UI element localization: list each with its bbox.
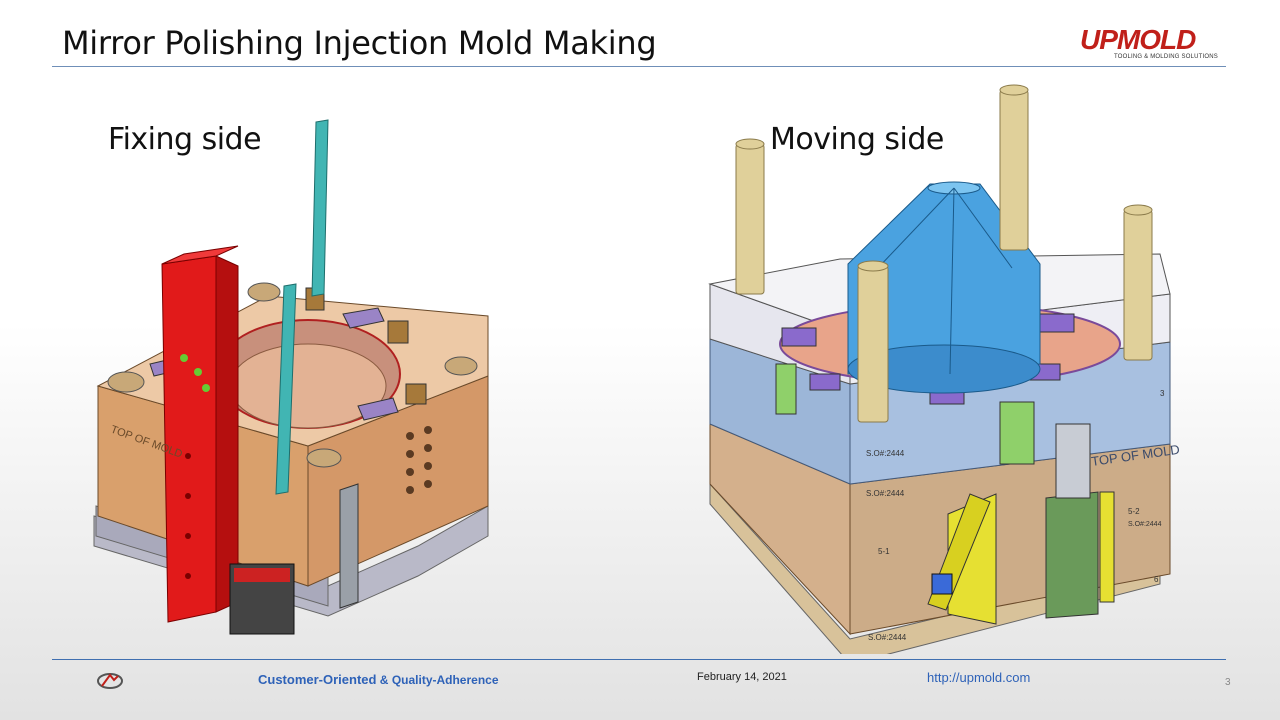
plate-label-5-1: 5-1 — [878, 547, 890, 556]
fixing-side-mold-image: TOP OF MOLD — [93, 119, 489, 635]
plate-label-3: 3 — [1160, 389, 1165, 398]
logo-wordmark: UPMOLD — [1080, 24, 1196, 55]
upmold-logo: UPMOLD TOOLING & MOLDING SOLUTIONS — [1080, 24, 1230, 64]
logo-subtitle: TOOLING & MOLDING SOLUTIONS — [1114, 54, 1218, 60]
so-code-middle: S.O#:2444 — [866, 489, 905, 498]
plate-label-5-2: 5-2 — [1128, 507, 1140, 516]
header-divider — [52, 66, 1226, 67]
footer-date: February 14, 2021 — [697, 671, 787, 683]
footer-tagline: Customer-Oriented & Quality-Adherence — [258, 672, 499, 687]
so-code-bottom: S.O#:2444 — [868, 633, 907, 642]
plate-label-6: 6 — [1154, 575, 1159, 584]
fixing-side-label: Fixing side — [108, 122, 262, 157]
tagline-part2: Quality-Adherence — [391, 673, 499, 687]
upmold-mark-icon — [97, 673, 123, 689]
slide-title: Mirror Polishing Injection Mold Making — [62, 24, 657, 62]
tagline-part1: Customer-Oriented — [258, 672, 377, 687]
footer-url-link[interactable]: http://upmold.com — [927, 670, 1031, 685]
so-code-top: S.O#:2444 — [866, 449, 905, 458]
page-number: 3 — [1225, 677, 1231, 688]
footer-divider — [52, 659, 1226, 660]
moving-side-label: Moving side — [770, 122, 944, 157]
moving-side-mold-image: TOP OF MOLD S.O#:2444 S.O#:2444 5-1 5-2 … — [708, 84, 1180, 654]
tagline-ampersand: & — [376, 673, 392, 687]
so-code-right: S.O#:2444 — [1128, 521, 1162, 528]
